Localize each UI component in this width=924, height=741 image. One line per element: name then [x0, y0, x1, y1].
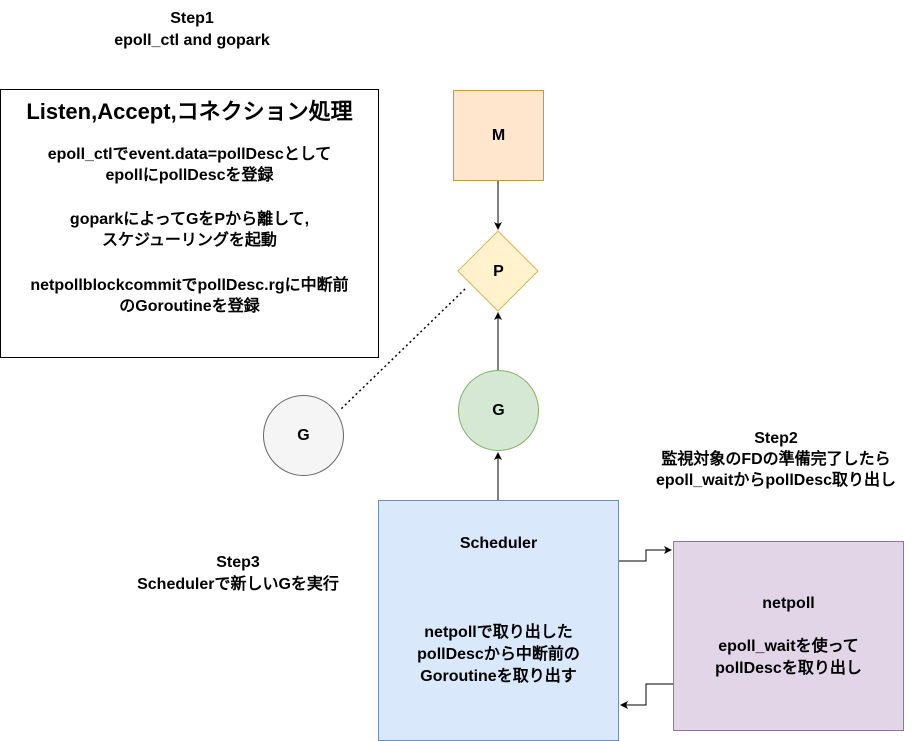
g-active-label: G [492, 401, 505, 419]
info-line-2: epollにpollDescを登録 [105, 167, 274, 184]
p-node-label: P [493, 262, 504, 280]
step1-title: Step1 [170, 10, 214, 27]
step3-caption: Step3 Schedulerで新しいGを実行 [108, 552, 368, 596]
info-line-1: epoll_ctlでevent.data=pollDescとして [47, 146, 332, 163]
info-line-5: netpollblockcommitでpollDesc.rgに中断前 [30, 277, 349, 294]
step3-title: Step3 [216, 554, 260, 571]
p-diamond[interactable] [457, 230, 539, 312]
step2-line2: epoll_waitからpollDesc取り出し [655, 472, 897, 489]
netpoll-title: netpoll [762, 595, 815, 612]
info-line-3: goparkによってGをPから離して, [69, 211, 310, 228]
arrow-scheduler-to-netpoll [619, 546, 672, 562]
dotted-link-p-to-idle-g [339, 288, 466, 411]
arrow-netpoll-to-scheduler [620, 683, 673, 709]
g-idle-label: G [297, 426, 310, 444]
netpoll-line-2: pollDescを取り出し [715, 660, 862, 677]
scheduler-line-3: Goroutineを取り出す [420, 668, 577, 685]
info-box-title: Listen,Accept,コネクション処理 [26, 99, 353, 124]
step2-title: Step2 [754, 430, 798, 447]
step2-line1: 監視対象のFDの準備完了したら [661, 451, 891, 468]
p-node[interactable]: P [458, 231, 539, 312]
g-active-node[interactable]: G [458, 370, 539, 451]
info-line-4: スケジューリングを起動 [102, 232, 277, 249]
step2-caption: Step2 監視対象のFDの準備完了したら epoll_waitからpollDe… [628, 428, 924, 491]
netpoll-line-1: epoll_waitを使って [718, 638, 859, 655]
info-line-6: のGoroutineを登録 [119, 298, 260, 315]
scheduler-box[interactable]: Scheduler netpollで取り出した pollDescから中断前の G… [378, 500, 619, 741]
g-idle-node[interactable]: G [263, 395, 344, 476]
step1-subtitle: epoll_ctl and gopark [114, 32, 270, 49]
info-box: Listen,Accept,コネクション処理 epoll_ctlでevent.d… [0, 89, 379, 358]
step3-line1: Schedulerで新しいGを実行 [137, 576, 339, 593]
m-node-label: M [491, 126, 506, 144]
netpoll-box[interactable]: netpoll epoll_waitを使って pollDescを取り出し [673, 541, 904, 731]
scheduler-line-2: pollDescから中断前の [417, 646, 580, 663]
step1-caption: Step1 epoll_ctl and gopark [92, 8, 292, 52]
scheduler-line-1: netpollで取り出した [424, 624, 573, 641]
scheduler-title: Scheduler [459, 535, 538, 552]
m-node[interactable]: M [453, 90, 544, 181]
